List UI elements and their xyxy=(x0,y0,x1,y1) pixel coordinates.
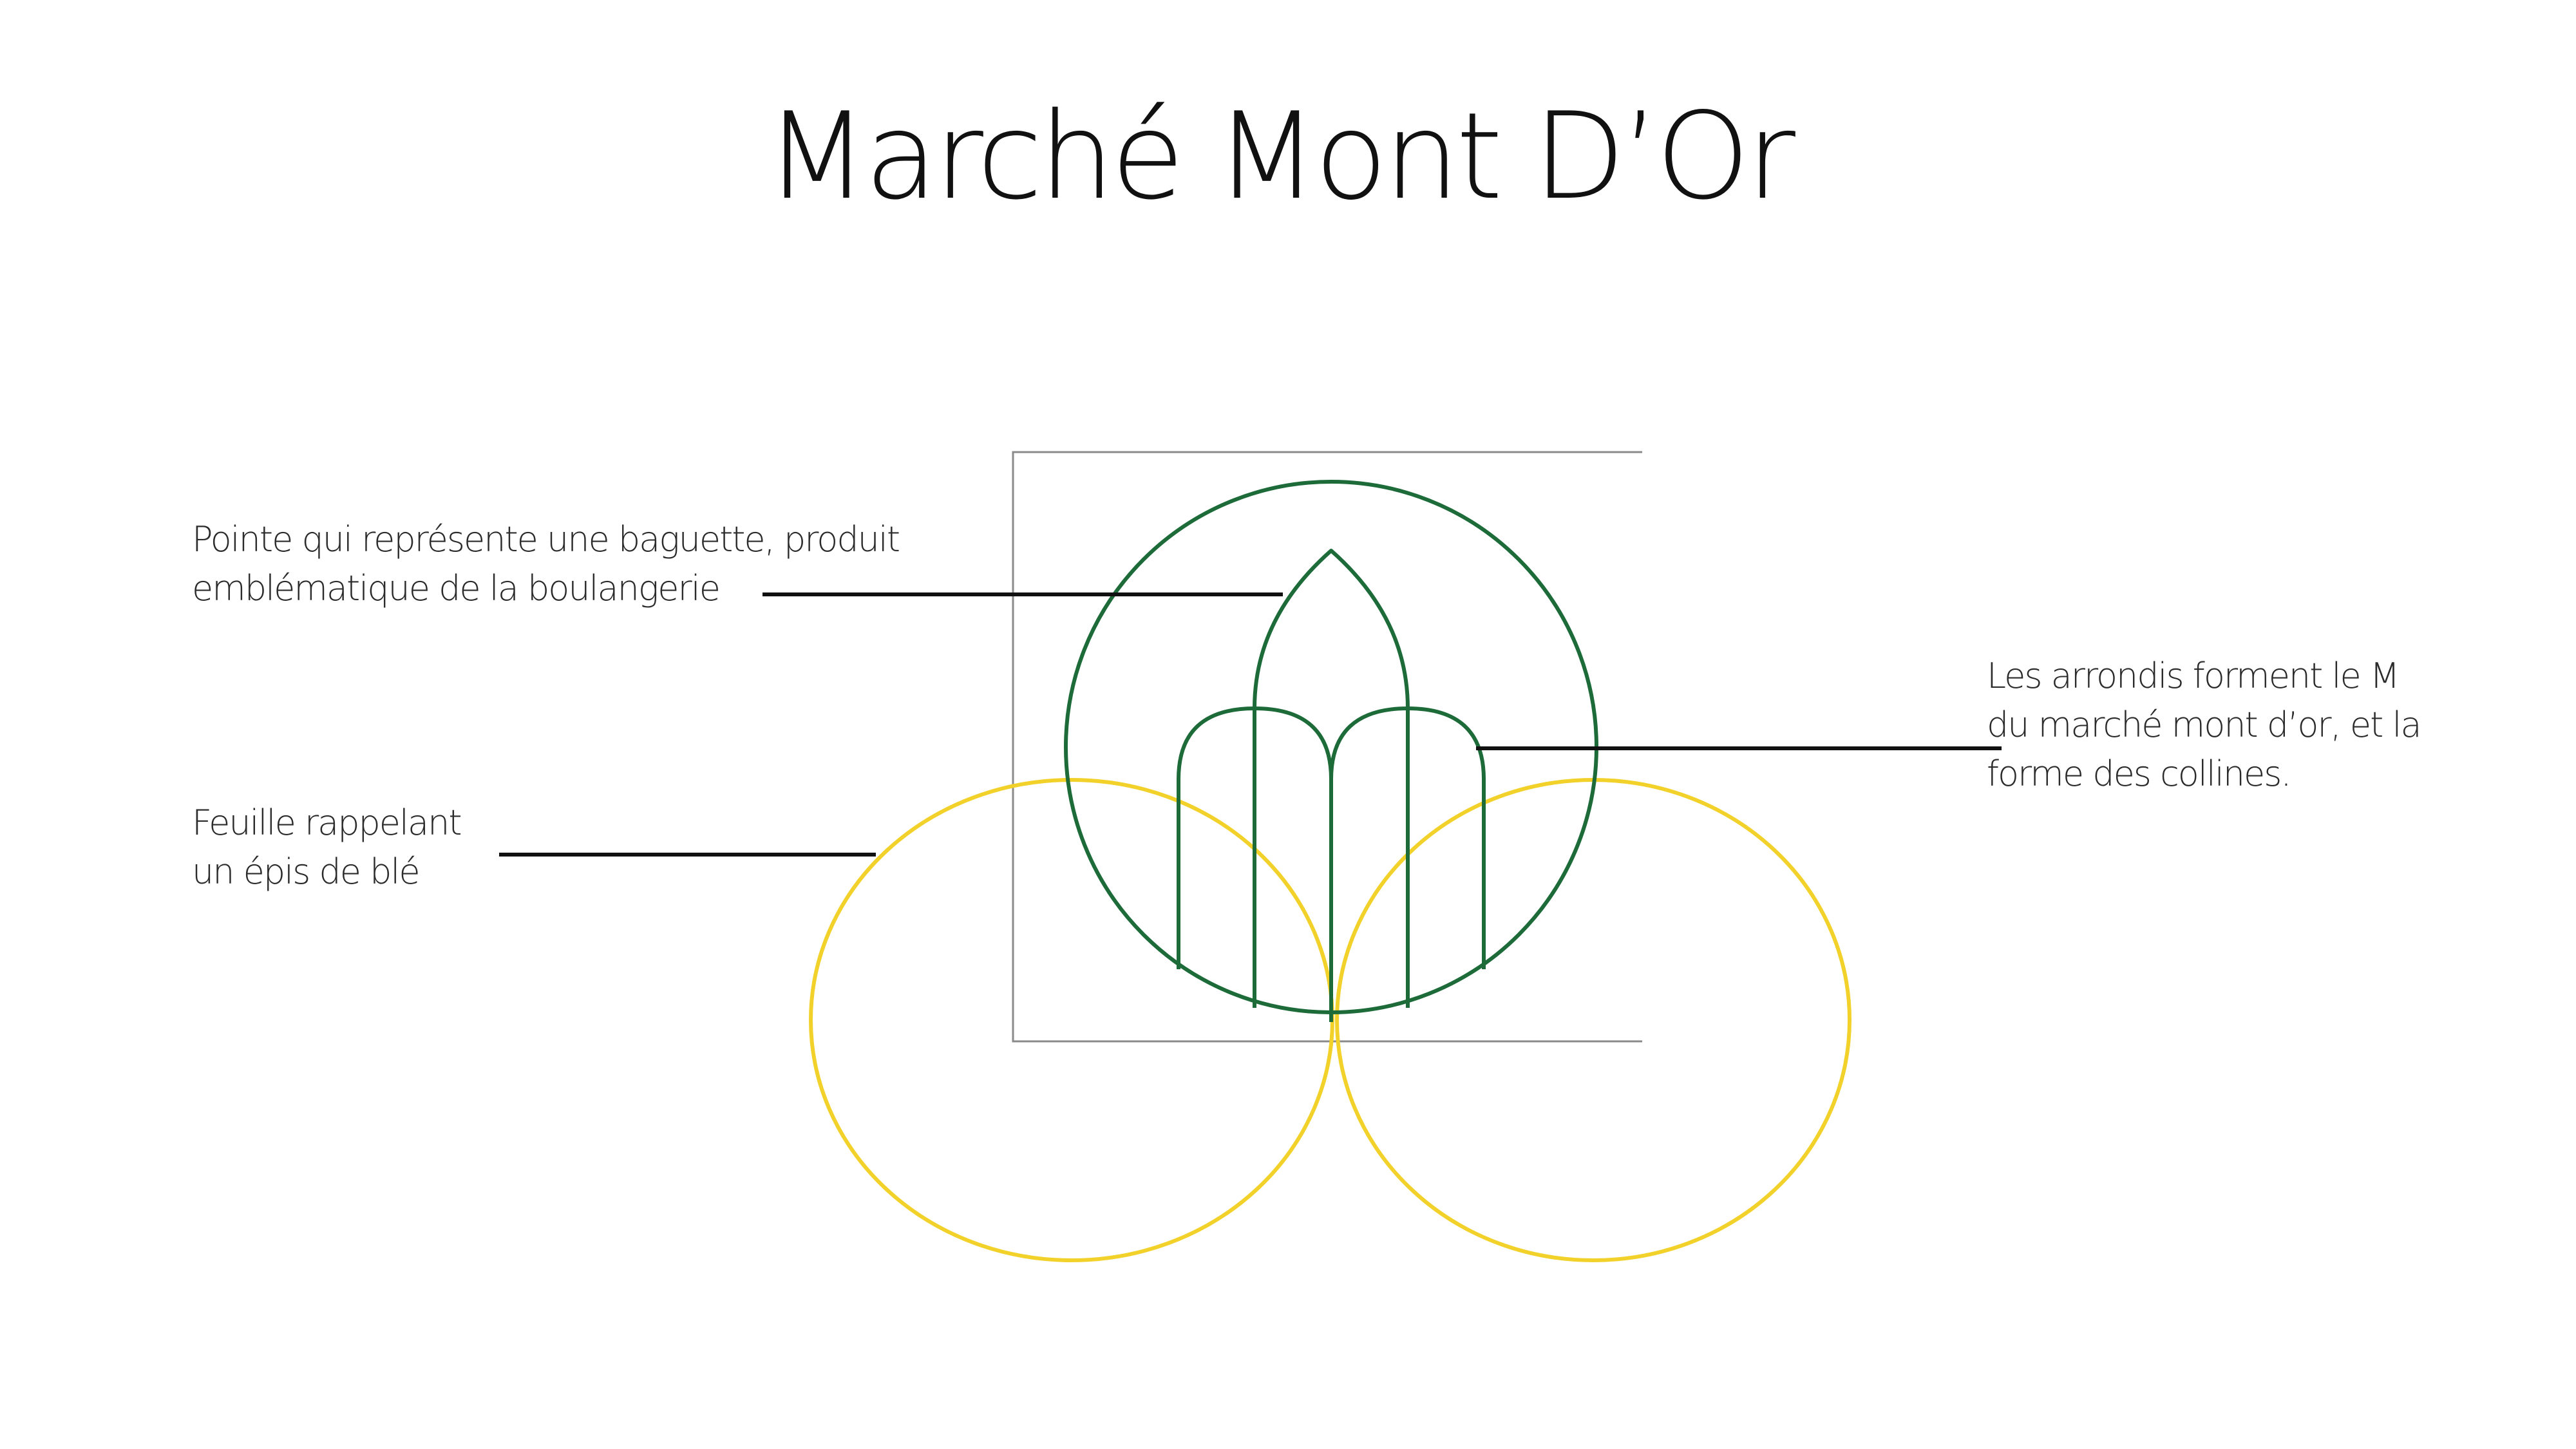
annotation-wheat-leaf: Feuille rappelant un épis de blé xyxy=(192,799,462,896)
construction-frame xyxy=(1012,451,1642,1043)
annotation-baguette-line-2: emblématique de la boulangerie xyxy=(192,568,721,609)
annotation-wheat-leaf-line-1: Feuille rappelant xyxy=(192,802,462,843)
annotation-baguette: Pointe qui représente une baguette, prod… xyxy=(192,515,900,613)
annotation-arches: Les arrondis forment le M du marché mont… xyxy=(1987,652,2422,799)
page-title: Marché Mont D’Or xyxy=(765,86,1795,226)
m-arch-left xyxy=(1177,706,1333,1022)
annotation-arches-line-2: du marché mont d’or, et la xyxy=(1987,705,2422,745)
annotation-wheat-leaf-line-2: un épis de blé xyxy=(192,851,421,892)
annotation-arches-line-1: Les arrondis forment le M xyxy=(1987,656,2400,696)
baguette-point xyxy=(1253,549,1410,1008)
wheat-leaf-right-circle xyxy=(1335,778,1852,1262)
baguette-point-and-m-arches xyxy=(1177,549,1486,1022)
annotation-baguette-line-1: Pointe qui représente une baguette, prod… xyxy=(192,519,900,560)
annotation-arches-line-3: forme des collines. xyxy=(1987,753,2292,794)
